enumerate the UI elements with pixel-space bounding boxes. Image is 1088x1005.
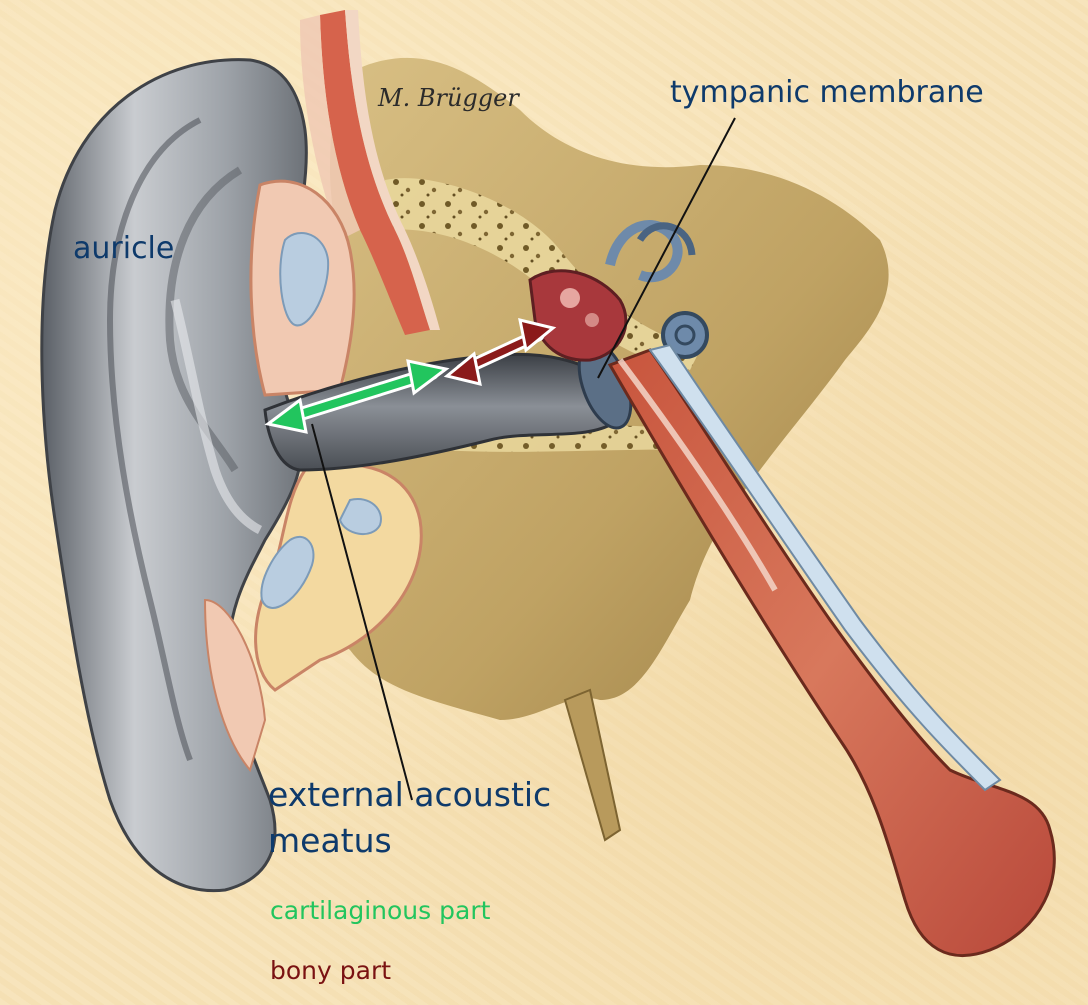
external-acoustic-meatus-label-line1: external acoustic [268, 777, 551, 814]
styloid-process [565, 690, 620, 840]
cartilaginous-part-label: cartilaginous part [270, 897, 490, 925]
external-acoustic-meatus-label-line2: meatus [268, 823, 392, 860]
bony-part-label: bony part [270, 957, 391, 985]
auricle-label: auricle [73, 232, 174, 266]
tympanic-membrane-label: tympanic membrane [670, 76, 984, 110]
signature: M. Brügger [377, 84, 520, 112]
